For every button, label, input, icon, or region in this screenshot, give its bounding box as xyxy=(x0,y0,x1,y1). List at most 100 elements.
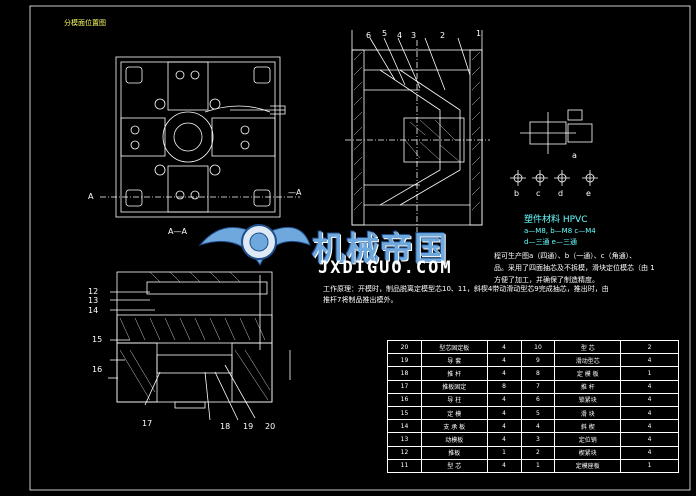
table-cell: 10 xyxy=(520,339,556,355)
table-cell: 推 杆 xyxy=(420,366,488,381)
part-number-3: 3 xyxy=(411,31,417,40)
sketch-label-c: c xyxy=(536,189,541,198)
part-sketches xyxy=(510,109,598,186)
part-number-18: 18 xyxy=(220,422,231,431)
part-number-5: 5 xyxy=(382,29,388,38)
table-cell: 4 xyxy=(620,405,679,421)
table-cell: 20 xyxy=(387,339,422,355)
sketch-label-a: a xyxy=(572,151,577,160)
table-cell: 斜 楔 xyxy=(554,419,622,434)
note-line-5: 推杆7将制品推出模外。 xyxy=(323,296,398,304)
note-line-2: 品。采用了四面抽芯及不拆模，滑块定位模芯（由 1 xyxy=(494,264,655,272)
section-hatch xyxy=(353,51,481,211)
part-number-14: 14 xyxy=(88,306,99,315)
part-number-4: 4 xyxy=(397,31,403,40)
aa-section-title: A—A xyxy=(168,227,187,236)
part-number-13: 13 xyxy=(88,296,99,305)
part-number-15: 15 xyxy=(92,335,103,344)
table-cell: 4 xyxy=(486,458,522,473)
drawing-border xyxy=(29,5,691,491)
part-number-2: 2 xyxy=(440,31,446,40)
table-cell: 4 xyxy=(620,432,679,447)
table-cell: 1 xyxy=(620,458,679,473)
part-number-12: 12 xyxy=(88,287,99,296)
table-cell: 4 xyxy=(520,419,556,434)
section-mark-right: —A xyxy=(288,188,302,197)
table-cell: 推板固定 xyxy=(420,379,488,394)
table-cell: 支 承 板 xyxy=(420,419,488,434)
watermark-title: 机械帝国 xyxy=(312,229,448,268)
table-cell: 2 xyxy=(620,339,679,355)
table-cell: 推板 xyxy=(420,445,488,460)
table-cell: 锁紧块 xyxy=(554,392,622,407)
table-cell: 动模板 xyxy=(420,432,488,447)
table-cell: 导 柱 xyxy=(420,392,488,407)
part-number-1: 1 xyxy=(476,29,482,38)
table-cell: 15 xyxy=(387,405,422,421)
table-cell: 滑 块 xyxy=(554,405,622,421)
table-cell: 4 xyxy=(486,419,522,434)
note-line-4: 工作原理：开模时，制品脱离定模型芯10、11，斜楔4带动滑动型芯9完成抽芯，推出… xyxy=(323,285,609,293)
part-number-6: 6 xyxy=(366,31,372,40)
table-cell: 4 xyxy=(620,392,679,407)
table-cell: 13 xyxy=(387,432,422,447)
table-cell: 4 xyxy=(620,353,679,368)
table-cell: 1 xyxy=(486,445,522,460)
plan-view-title: 分模面位置图 xyxy=(64,19,106,27)
logo-emblem xyxy=(198,224,311,267)
table-cell: 8 xyxy=(486,379,522,394)
table-cell: 14 xyxy=(387,419,422,434)
table-cell: 定 模 板 xyxy=(554,366,622,381)
table-cell: 楔紧块 xyxy=(554,445,622,460)
section-mark-left: A xyxy=(88,192,94,201)
watermark-url: JXDIGUO.COM xyxy=(318,258,453,278)
table-cell: 型 芯 xyxy=(554,339,622,355)
table-cell: 9 xyxy=(520,353,556,368)
aa-section xyxy=(108,271,291,421)
table-cell: 定 模 xyxy=(420,405,488,421)
part-number-20: 20 xyxy=(265,422,276,431)
legend-line-1: a—M8, b—M8 c—M4 xyxy=(524,227,596,235)
table-cell: 17 xyxy=(387,379,422,394)
table-cell: 定位销 xyxy=(554,432,622,447)
note-line-3: 方便了加工，并确保了制造精度。 xyxy=(494,276,599,284)
table-cell: 4 xyxy=(486,432,522,447)
table-cell: 型 芯 xyxy=(420,458,488,473)
table-cell: 定模座板 xyxy=(554,458,622,473)
section-view xyxy=(345,30,490,235)
table-cell: 6 xyxy=(520,392,556,407)
part-number-17: 17 xyxy=(142,419,153,428)
sketch-label-b: b xyxy=(514,189,520,198)
part-number-19: 19 xyxy=(243,422,254,431)
table-cell: 7 xyxy=(520,379,556,394)
table-cell: 导 套 xyxy=(420,353,488,368)
table-cell: 19 xyxy=(387,353,422,368)
part-number-16: 16 xyxy=(92,365,103,374)
table-cell: 16 xyxy=(387,392,422,407)
table-cell: 12 xyxy=(387,445,422,460)
table-cell: 1 xyxy=(620,366,679,381)
plan-view xyxy=(100,56,300,218)
table-cell: 型芯固定板 xyxy=(420,339,488,355)
table-cell: 滑动型芯 xyxy=(554,353,622,368)
sketch-label-e: e xyxy=(586,189,591,198)
table-cell: 4 xyxy=(620,419,679,434)
table-cell: 5 xyxy=(520,405,556,421)
table-cell: 1 xyxy=(520,458,556,473)
table-cell: 18 xyxy=(387,366,422,381)
sketch-label-d: d xyxy=(558,189,564,198)
table-cell: 4 xyxy=(486,366,522,381)
table-cell: 3 xyxy=(520,432,556,447)
table-cell: 11 xyxy=(387,458,422,473)
table-cell: 2 xyxy=(520,445,556,460)
